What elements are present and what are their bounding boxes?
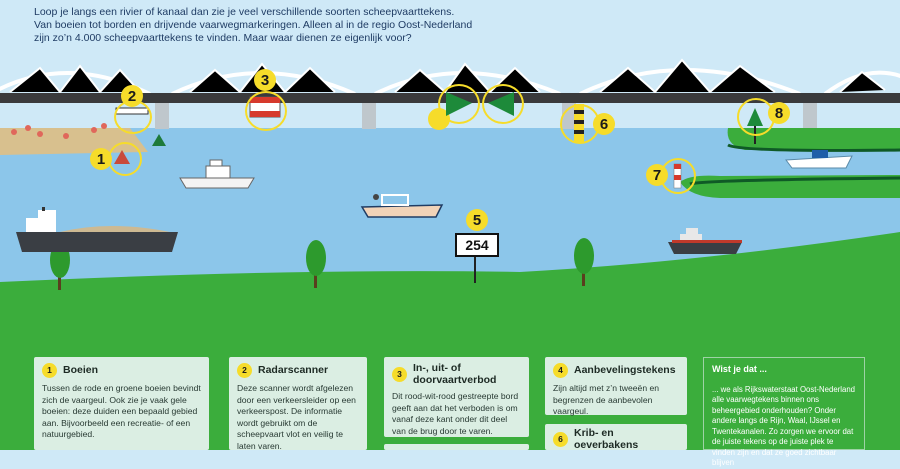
speedboat — [360, 194, 444, 218]
card-title: Boeien — [63, 363, 99, 376]
card-title: Radarscanner — [258, 363, 329, 376]
card-title: Aanbevelingstekens — [574, 363, 676, 376]
card-number: 3 — [392, 367, 407, 382]
highlight-ring — [482, 84, 524, 124]
motorboat — [179, 159, 255, 189]
intro-text: Loop je langs een rivier of kanaal dan z… — [34, 6, 594, 45]
marker-5: 5 — [466, 209, 488, 231]
card-body: Dit rood-wit-rood gestreepte bord geeft … — [392, 391, 519, 436]
beach-people — [11, 123, 107, 139]
info-card-boeien: 1 Boeien Tussen de rode en groene boeien … — [34, 357, 209, 450]
cargo-ship — [16, 207, 178, 252]
tree — [574, 238, 594, 286]
tree — [306, 240, 326, 288]
highlight-ring — [438, 84, 480, 124]
kilometer-sign: 254 — [455, 233, 499, 257]
did-you-know-body: ... we als Rijkswaterstaat Oost-Nederlan… — [712, 384, 855, 468]
right-bank-upper-edge — [727, 143, 900, 152]
marker-2: 2 — [121, 85, 143, 107]
intro-line-2: Van boeien tot borden en drijvende vaarw… — [34, 19, 473, 31]
green-buoy — [152, 134, 166, 146]
highlight-ring — [245, 91, 287, 131]
card-number: 6 — [553, 432, 568, 447]
bridge-pier — [155, 103, 169, 129]
card-body: Zijn altijd met z’n tweeën en begrenzen … — [553, 383, 660, 416]
card-number: 4 — [553, 363, 568, 378]
card-number: 1 — [42, 363, 57, 378]
marker-1: 1 — [90, 148, 112, 170]
info-card-partial — [384, 444, 529, 450]
marker-3: 3 — [254, 69, 276, 91]
info-card-doorvaartverbod: 3 In-, uit- of doorvaartverbod Dit rood-w… — [384, 357, 529, 437]
card-title: In-, uit- of doorvaartverbod — [413, 362, 497, 386]
marker-6: 6 — [593, 113, 615, 135]
card-number: 2 — [237, 363, 252, 378]
bridge-pier — [803, 103, 817, 129]
right-bank-upper — [727, 128, 900, 150]
marker-8: 8 — [768, 102, 790, 124]
card-body: Deze scanner wordt afgelezen door een ve… — [237, 383, 356, 451]
info-card-krib-oeverbakens: 6 Krib- en oeverbakens — [545, 424, 687, 450]
info-card-radarscanner: 2 Radarscanner Deze scanner wordt afgelez… — [229, 357, 367, 451]
right-bank-lower-edge — [689, 176, 900, 186]
highlight-ring — [108, 142, 142, 176]
card-body: Tussen de rode en groene boeien bevindt … — [42, 383, 201, 439]
did-you-know-box: Wist je dat ... ... we als Rijkswatersta… — [703, 357, 865, 467]
info-card-aanbevelingstekens: 4 Aanbevelingstekens Zijn altijd met z’n … — [545, 357, 687, 416]
km-sign-pole — [474, 253, 476, 283]
intro-line-1: Loop je langs een rivier of kanaal dan z… — [34, 6, 455, 18]
did-you-know-title: Wist je dat ... — [712, 364, 767, 374]
small-boat — [785, 150, 853, 169]
card-title: Krib- en oeverbakens — [574, 427, 639, 451]
intro-line-3: zijn zo’n 4.000 scheepvaarttekens te vin… — [34, 32, 412, 44]
bridge-pier — [362, 103, 376, 129]
tugboat — [668, 228, 742, 254]
marker-7: 7 — [646, 164, 668, 186]
